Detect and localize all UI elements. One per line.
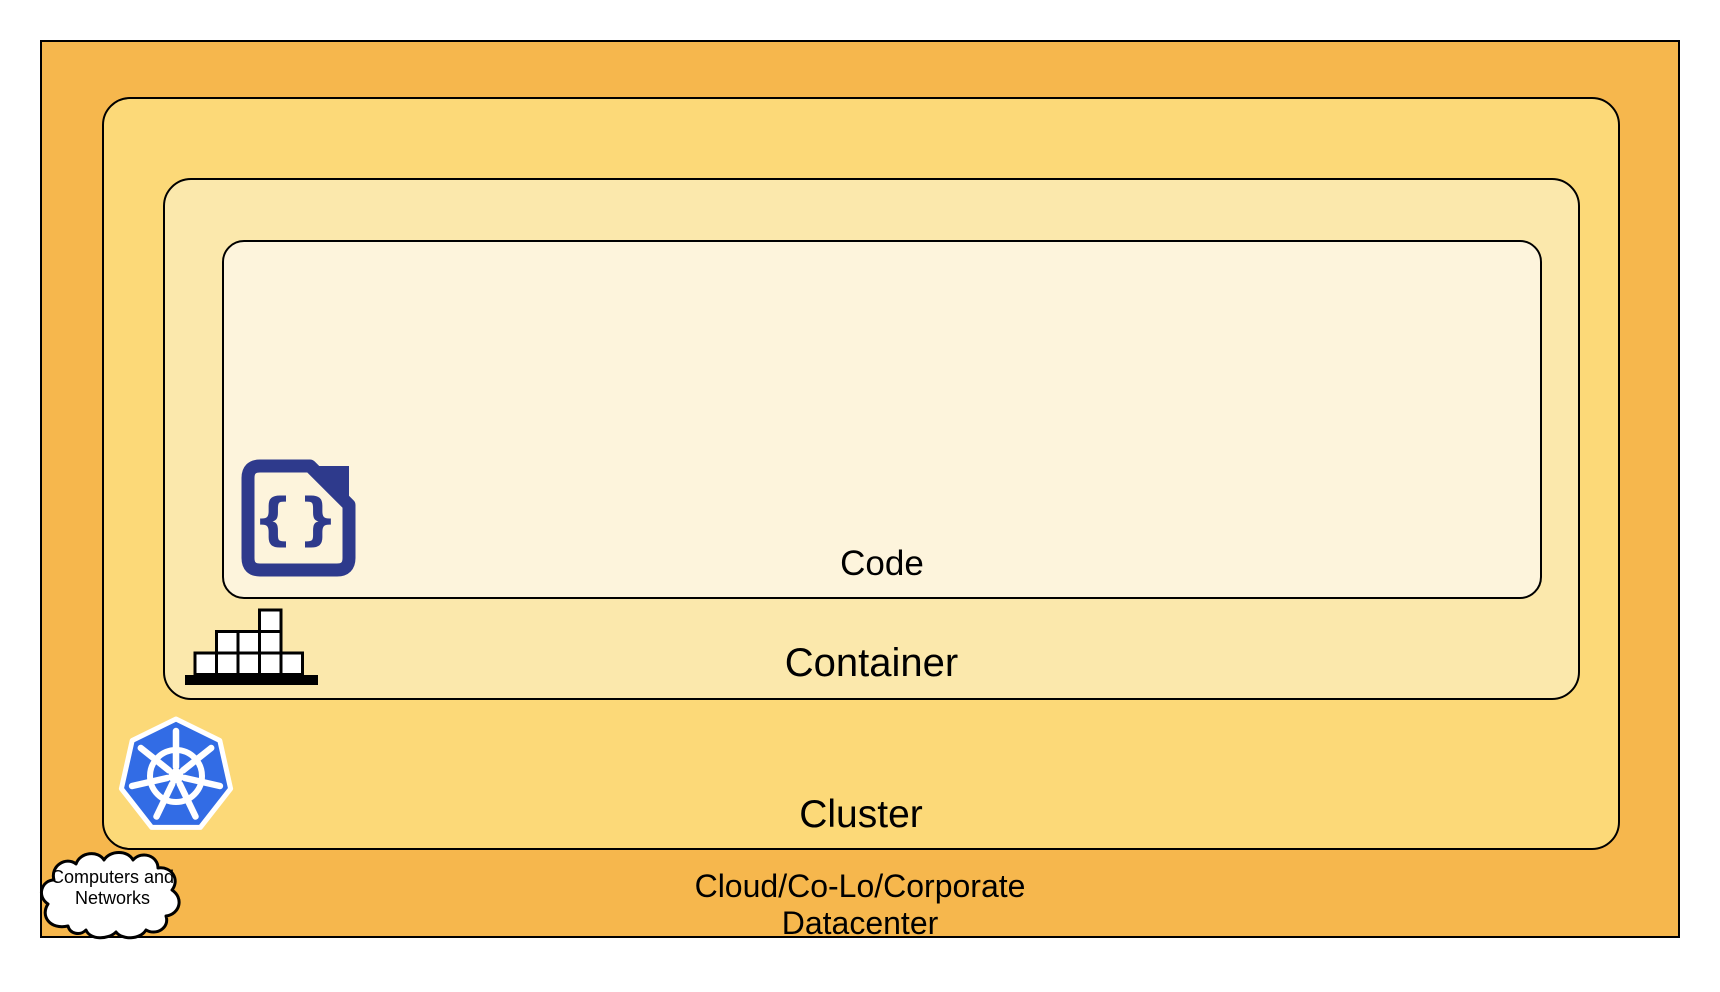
cloud-shape-icon bbox=[39, 851, 181, 940]
datacenter-label: Cloud/Co-Lo/Corporate Datacenter bbox=[694, 868, 1026, 941]
layer-code: Code bbox=[222, 240, 1542, 599]
kubernetes-helm-icon bbox=[118, 716, 234, 830]
cluster-label: Cluster bbox=[799, 793, 923, 836]
code-braces-glyph: {} bbox=[253, 487, 343, 552]
container-label: Container bbox=[784, 641, 959, 685]
code-file-icon: {} bbox=[241, 459, 356, 577]
code-label: Code bbox=[840, 544, 924, 583]
container-blocks-icon bbox=[185, 608, 318, 685]
computers-networks-label: Computers and Networks bbox=[50, 867, 175, 908]
computers-networks-node: Computers and Networks bbox=[38, 848, 187, 940]
